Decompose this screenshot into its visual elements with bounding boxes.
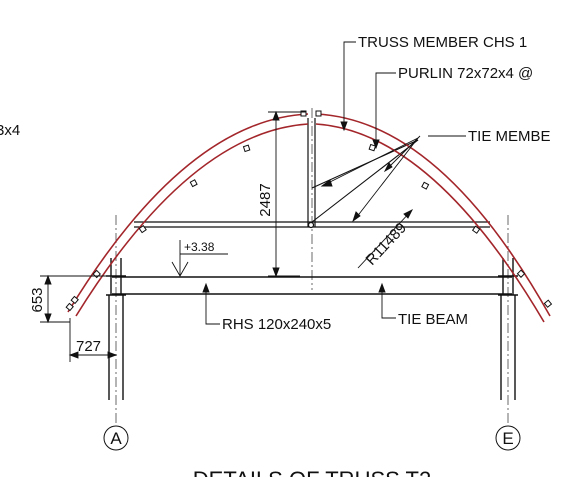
grid-bubble-left: A — [103, 425, 129, 451]
eave-height-text: 653 — [29, 287, 46, 312]
eave-offset-text: 727 — [76, 338, 101, 355]
left-partial-label: 3x4 — [0, 122, 20, 139]
truss-member-leader — [340, 41, 356, 132]
grid-label-right: E — [502, 429, 513, 448]
rhs-leader — [202, 282, 220, 325]
tie-member-leader — [320, 135, 466, 223]
purlins — [65, 110, 553, 312]
purlin-leader — [372, 72, 396, 150]
arch-truss — [67, 113, 551, 323]
column-centrelines — [115, 108, 509, 425]
truss-member-label: TRUSS MEMBER CHS 1 — [358, 34, 527, 51]
level-marker — [171, 240, 228, 277]
rise-dimension-text: 2487 — [257, 183, 274, 216]
tie-members — [311, 139, 419, 223]
grid-bubble-right: E — [495, 425, 521, 451]
level-text: +3.38 — [184, 240, 215, 254]
tie-beam — [112, 276, 512, 295]
grid-label-left: A — [110, 429, 122, 448]
rhs-label: RHS 120x240x5 — [222, 316, 331, 333]
tie-beam-leader — [378, 282, 396, 319]
tie-member-label: TIE MEMBE — [468, 128, 551, 145]
rise-dimension — [268, 110, 306, 278]
eave-offset-dimension — [68, 318, 118, 362]
purlin-label: PURLIN 72x72x4 @ — [398, 65, 533, 82]
eave-height-dimension — [40, 274, 110, 324]
radius-leader — [357, 208, 414, 269]
tie-beam-label: TIE BEAM — [398, 311, 468, 328]
king-post — [307, 118, 316, 229]
drawing-title: DETAILS OF TRUSS T2 — [193, 467, 431, 477]
